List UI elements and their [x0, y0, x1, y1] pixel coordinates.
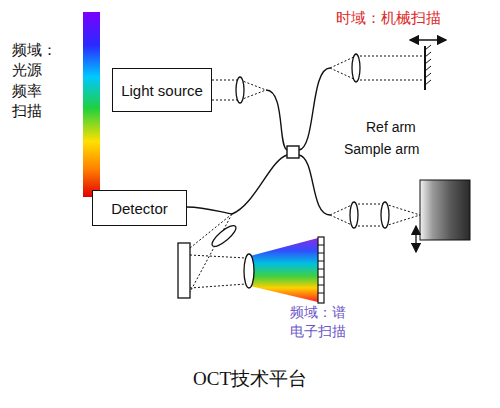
spectral-domain-note: 频域：谱 电子扫描	[290, 303, 352, 341]
frequency-domain-note: 频域： 光源 频率 扫描	[12, 40, 60, 121]
mirror-hatching	[425, 45, 431, 85]
sample-image	[420, 180, 470, 240]
scan-arrow	[415, 226, 416, 252]
reference-mirror	[424, 46, 426, 90]
lens	[381, 202, 389, 228]
lens	[244, 254, 254, 288]
diffraction-grating	[178, 243, 190, 298]
lens	[350, 202, 358, 228]
reference-beam	[330, 56, 425, 80]
lens	[352, 54, 360, 82]
lens	[209, 223, 238, 250]
spectrum-bar	[83, 12, 100, 197]
scan-arrow	[410, 39, 446, 40]
spectrum-fan	[250, 238, 318, 302]
fiber-coupler	[287, 146, 299, 158]
box-text: Light source	[121, 82, 203, 99]
diagram-caption: OCT技术平台	[0, 366, 500, 392]
camera-pixels	[318, 245, 324, 293]
time-domain-note: 时域：机械扫描	[336, 8, 496, 28]
box-text: Detector	[111, 200, 168, 217]
component-box: Light source	[112, 68, 212, 112]
arm-label: Sample arm	[344, 140, 444, 159]
sample-beam	[330, 204, 420, 226]
lens	[236, 77, 244, 103]
detector-beam	[190, 214, 246, 292]
component-box: Detector	[92, 190, 187, 226]
line-camera	[318, 237, 324, 303]
arm-label: Ref arm	[366, 118, 456, 137]
